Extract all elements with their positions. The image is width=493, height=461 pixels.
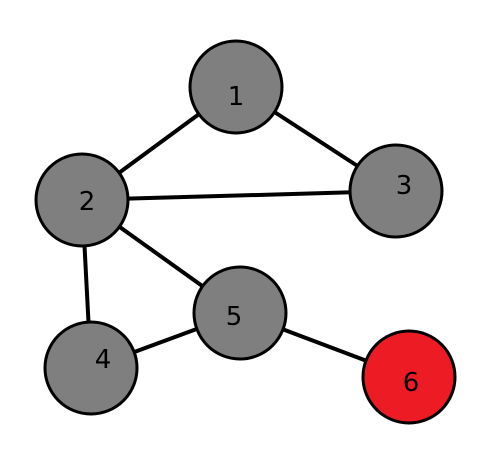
node-circle-5 — [192, 265, 288, 361]
node-4: 4 — [43, 320, 139, 416]
node-6: 6 — [361, 329, 457, 425]
node-label-4: 4 — [95, 345, 112, 375]
nodes-layer: 1 2 3 4 5 6 — [34, 39, 457, 425]
node-circle-2 — [34, 152, 130, 248]
edge-5-6 — [279, 326, 370, 364]
node-3: 3 — [348, 143, 444, 239]
node-label-5: 5 — [226, 302, 243, 332]
node-label-2: 2 — [79, 187, 96, 217]
edge-1-2 — [115, 111, 203, 176]
edge-2-3 — [124, 190, 354, 201]
node-circle-4 — [43, 320, 139, 416]
edges-layer — [82, 109, 370, 364]
node-2: 2 — [34, 152, 130, 248]
node-label-1: 1 — [228, 82, 245, 112]
edge-1-3 — [270, 109, 362, 169]
node-5: 5 — [192, 265, 288, 361]
node-1: 1 — [188, 39, 284, 135]
node-circle-1 — [188, 39, 284, 135]
node-label-3: 3 — [396, 171, 413, 201]
edge-2-5 — [115, 223, 207, 290]
node-circle-6 — [361, 329, 457, 425]
edge-2-4 — [82, 241, 91, 327]
node-label-6: 6 — [403, 368, 420, 398]
edge-4-5 — [130, 326, 201, 355]
node-circle-3 — [348, 143, 444, 239]
